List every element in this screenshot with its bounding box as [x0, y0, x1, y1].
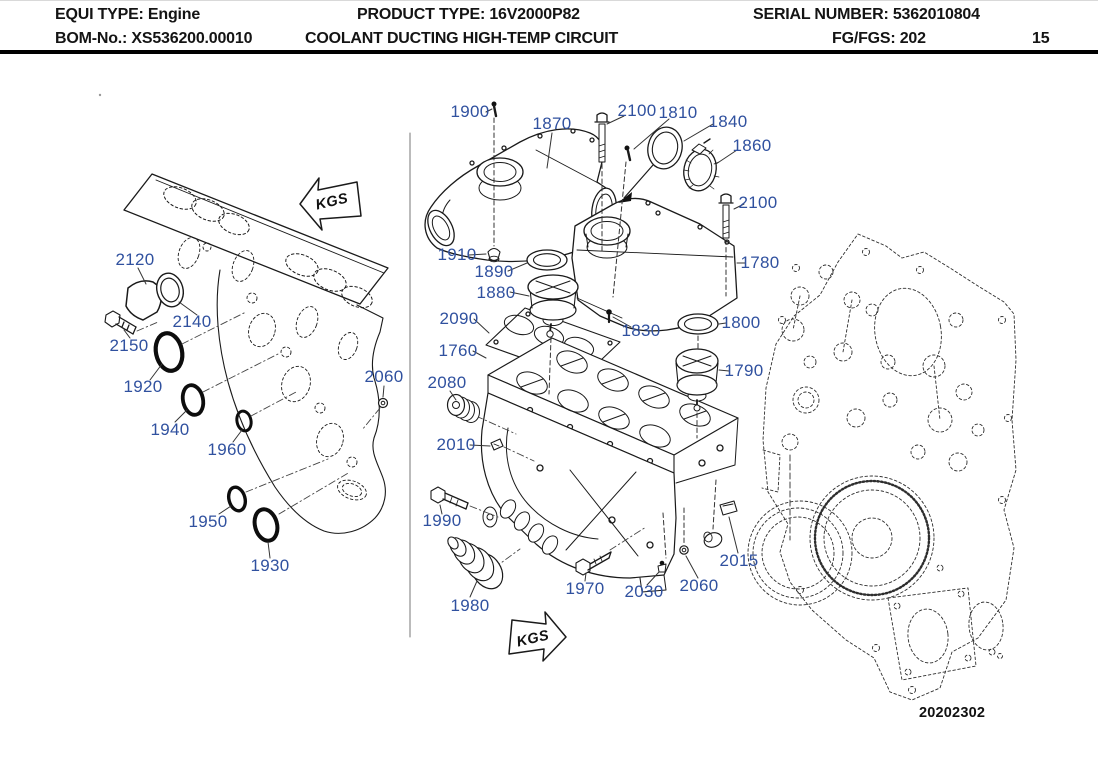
part-label-2030: 2030 [624, 582, 664, 601]
part-label-1810: 1810 [658, 103, 698, 122]
coolant-manifold-drawing [424, 101, 739, 662]
gasket-2120-shape [125, 280, 163, 321]
part-label-1790: 1790 [724, 361, 764, 380]
part-label-1950: 1950 [188, 512, 228, 531]
bolt-2150-shape [104, 310, 137, 335]
seal-ring-2140-shape [155, 272, 185, 308]
part-label-1800: 1800 [721, 313, 761, 332]
part-label-1980: 1980 [450, 596, 490, 615]
part-label-2120: 2120 [115, 250, 155, 269]
part-label-1970: 1970 [565, 579, 605, 598]
fg-fgs-field: FG/FGS: 202 [832, 30, 926, 47]
part-label-1910: 1910 [437, 245, 477, 264]
left-engine-block-drawing [104, 173, 389, 543]
assembly-arrowhead [618, 192, 632, 203]
equi-type-field: EQUI TYPE: Engine [55, 6, 201, 23]
part-label-2080: 2080 [427, 373, 467, 392]
stray-dot [98, 93, 102, 97]
figure-number: 20202302 [919, 705, 986, 721]
part-label-1760: 1760 [438, 341, 478, 360]
header-rule [0, 50, 1098, 54]
part-label-1840: 1840 [708, 112, 748, 131]
part-label-1880: 1880 [476, 283, 516, 302]
kgs-arrow-bottom [508, 611, 567, 662]
part-label-1900: 1900 [450, 102, 490, 121]
part-label-2100-a: 2100 [617, 101, 657, 120]
part-label-2100-b: 2100 [738, 193, 778, 212]
o-rings-group [153, 331, 280, 543]
part-label-2090: 2090 [439, 309, 479, 328]
part-label-1870: 1870 [532, 114, 572, 133]
engine-gearcase-drawing [747, 233, 1017, 701]
product-type-field: PRODUCT TYPE: 16V2000P82 [357, 6, 580, 23]
part-label-2150: 2150 [109, 336, 149, 355]
part-label-1860: 1860 [732, 136, 772, 155]
part-label-1890: 1890 [474, 262, 514, 281]
part-label-2060-left: 2060 [364, 367, 404, 386]
bom-number-field: BOM-No.: XS536200.00010 [55, 30, 253, 47]
part-label-1930: 1930 [250, 556, 290, 575]
part-label-2140: 2140 [172, 312, 212, 331]
part-label-1960: 1960 [207, 440, 247, 459]
part-label-2010: 2010 [436, 435, 476, 454]
page-top-border [0, 0, 1098, 1]
leader-lines [123, 108, 746, 598]
part-label-2015: 2015 [719, 551, 759, 570]
drawing-title: COOLANT DUCTING HIGH-TEMP CIRCUIT [305, 30, 619, 47]
page-number: 15 [1032, 30, 1050, 47]
part-label-1920: 1920 [123, 377, 163, 396]
part-label-1830: 1830 [621, 321, 661, 340]
part-label-2060-center: 2060 [679, 576, 719, 595]
kgs-arrow-left [299, 177, 362, 231]
serial-number-field: SERIAL NUMBER: 5362010804 [753, 6, 980, 23]
part-label-1780: 1780 [740, 253, 780, 272]
screw-2060-left-shape [377, 397, 389, 409]
part-label-1990: 1990 [422, 511, 462, 530]
housing-1760-shape [480, 337, 739, 593]
fasteners-and-fittings [430, 101, 738, 590]
part-label-1940: 1940 [150, 420, 190, 439]
